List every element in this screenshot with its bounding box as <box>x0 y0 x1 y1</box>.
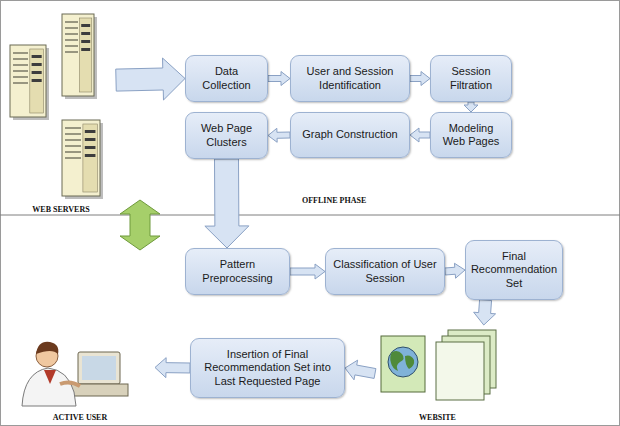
panel-vent <box>32 71 42 74</box>
panel-vent <box>85 154 96 157</box>
block-arrow <box>268 128 290 142</box>
process-box: Pattern Preprocessing <box>185 248 290 295</box>
panel-vent <box>81 48 90 51</box>
panel-vent <box>81 32 90 35</box>
panel-vent <box>32 63 42 66</box>
server-tower <box>10 45 46 117</box>
box-label: Final Recommendation Set <box>471 250 557 290</box>
monitor <box>78 352 120 384</box>
panel-vent <box>85 138 96 141</box>
box-label: Session Filtration <box>436 65 506 91</box>
figure-caption: WEBSITE <box>417 413 458 422</box>
person-body <box>22 368 76 406</box>
block-arrow <box>268 72 290 86</box>
process-box: Classification of User Session <box>325 248 445 295</box>
process-box: Session Filtration <box>430 55 512 102</box>
website-figure-node: WEBSITE <box>375 325 500 422</box>
process-box: Modeling Web Pages <box>430 112 512 158</box>
drive-slot <box>65 39 78 40</box>
server-tower <box>62 120 100 196</box>
box-label: Data Collection <box>191 65 262 91</box>
drive-slot <box>65 45 78 46</box>
person-tie <box>44 370 56 384</box>
figure-caption: ACTIVE USER <box>51 413 109 422</box>
process-box: User and Session Identification <box>290 55 410 102</box>
box-label: Web Page Clusters <box>191 122 262 148</box>
panel-vent <box>81 40 90 43</box>
drive-slot <box>65 51 78 52</box>
person-hair <box>36 342 58 354</box>
box-label: Graph Construction <box>302 128 397 141</box>
drive-slot <box>65 33 78 34</box>
panel-vent <box>32 55 42 58</box>
server-tower <box>62 14 94 96</box>
page-stack-sheet <box>436 342 484 400</box>
drive-slot <box>65 157 81 158</box>
person-arm <box>60 382 80 386</box>
sync-double-arrow <box>120 200 160 250</box>
block-arrow <box>155 358 190 378</box>
block-arrow <box>464 102 478 112</box>
drive-slot <box>65 27 78 28</box>
block-arrow <box>116 58 185 100</box>
drive-slot <box>65 151 81 152</box>
drive-slot <box>13 82 28 83</box>
box-label: Modeling Web Pages <box>436 122 506 148</box>
drive-slot <box>13 76 28 77</box>
figure-caption: WEB SERVERS <box>30 205 91 214</box>
web-servers-figure <box>10 14 103 199</box>
panel-vent <box>85 146 96 149</box>
panel-vent <box>32 79 42 82</box>
drive-slot <box>65 127 81 128</box>
drive-slot <box>13 52 28 53</box>
server-panel <box>30 49 44 113</box>
drive-slot <box>65 133 81 134</box>
phase-label: OFFLINE PHASE <box>300 196 368 205</box>
block-arrow <box>205 159 249 248</box>
box-label: User and Session Identification <box>296 65 404 91</box>
box-label: Classification of User Session <box>331 258 439 284</box>
globe <box>388 347 418 377</box>
process-box: Data Collection <box>185 55 268 102</box>
block-arrow <box>410 72 430 86</box>
drive-slot <box>65 21 78 22</box>
active-user-figure <box>22 342 128 406</box>
drive-slot <box>13 64 28 65</box>
drive-slot <box>13 58 28 59</box>
block-arrow <box>410 128 430 142</box>
globe-land <box>390 351 414 371</box>
box-label: Insertion of Final Recommendation Set in… <box>196 348 339 388</box>
server-panel <box>83 124 97 192</box>
block-arrow <box>290 264 325 279</box>
phase-divider <box>0 215 620 216</box>
web-page-icon <box>381 336 425 392</box>
website-figure <box>381 330 496 400</box>
server-figure-node: WEB SERVERS <box>6 8 116 214</box>
user-figure-node: ACTIVE USER <box>5 328 155 422</box>
process-box: Web Page Clusters <box>185 112 268 159</box>
box-label: Pattern Preprocessing <box>191 258 284 284</box>
panel-vent <box>85 130 96 133</box>
panel-vent <box>81 24 90 27</box>
drive-slot <box>13 70 28 71</box>
process-box: Graph Construction <box>290 112 410 158</box>
block-arrow <box>474 300 496 325</box>
drive-slot <box>65 145 81 146</box>
server-panel <box>80 18 92 92</box>
process-box: Insertion of Final Recommendation Set in… <box>190 338 345 398</box>
drive-slot <box>65 139 81 140</box>
block-arrow <box>345 360 376 380</box>
screen <box>82 356 116 380</box>
block-arrow <box>445 263 465 278</box>
process-box: Final Recommendation Set <box>465 240 563 300</box>
